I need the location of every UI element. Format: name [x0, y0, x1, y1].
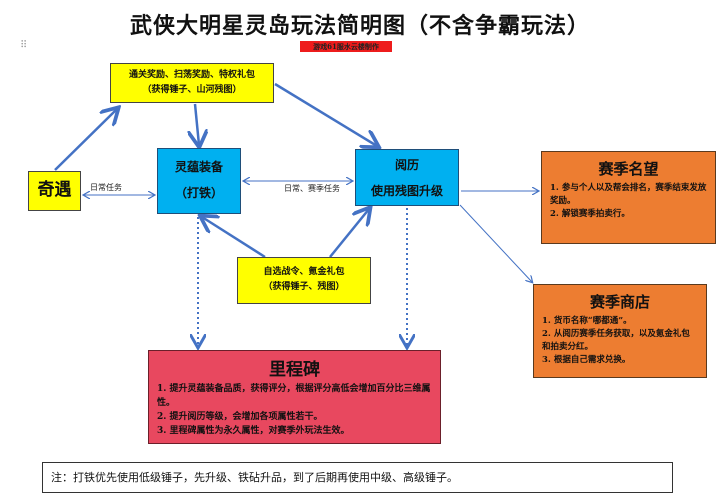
arrow-bottom-to-lingyun — [202, 217, 266, 259]
yueli-line2: 使用残图升级 — [370, 184, 443, 198]
arrow-yueli-to-shop — [459, 204, 532, 282]
milestone-title: 里程碑 — [269, 360, 320, 380]
rewards-bottom-line1: 自选战令、氪金礼包 — [263, 267, 345, 277]
node-milestone: 里程碑 1. 提升灵蕴装备品质，获得评分，根据评分高低会增加百分比三维属性。 2… — [148, 350, 441, 444]
node-yueli: 阅历 使用残图升级 — [355, 149, 459, 206]
arrow-rewards-to-yueli — [274, 82, 377, 146]
page-title: 武侠大明星灵岛玩法简明图（不含争霸玩法） — [129, 13, 590, 39]
lingyun-line2: （打铁） — [174, 186, 223, 200]
node-lingyun: 灵蕴装备 （打铁） — [157, 148, 241, 214]
milestone-item: 2. 提升阅历等级，会增加各项属性若干。 — [157, 412, 323, 422]
season-shop-item: 1. 货币名称“哪都通”。 — [542, 316, 632, 326]
node-season-fame: 赛季名望 1. 参与个人以及帮会排名，赛季结束发放奖励。 2. 解锁赛季拍卖行。 — [541, 151, 716, 244]
rewards-top-line2: （获得锤子、山河残图） — [142, 85, 242, 95]
rewards-bottom-line2: （获得锤子、残图） — [263, 282, 345, 292]
arrow-bottom-to-yueli — [329, 209, 369, 258]
season-fame-title: 赛季名望 — [598, 160, 659, 178]
yueli-line1: 阅历 — [394, 158, 419, 172]
node-qiyu: 奇遇 — [28, 171, 81, 211]
season-fame-item: 2. 解锁赛季拍卖行。 — [550, 209, 630, 219]
drag-handle-icon[interactable]: ⠿ — [20, 40, 28, 51]
node-season-shop: 赛季商店 1. 货币名称“哪都通”。 2. 从阅历赛季任务获取，以及氪金礼包和拍… — [533, 284, 707, 378]
note-box: 注：打铁优先使用低级锤子，先升级、铁砧升品，到了后期再使用中级、高级锤子。 — [42, 462, 673, 493]
milestone-item: 3. 里程碑属性为永久属性，对赛季外玩法生效。 — [157, 426, 350, 436]
node-rewards-top: 通关奖励、扫荡奖励、特权礼包 （获得锤子、山河残图） — [110, 63, 274, 103]
credit-label: 游戏61服水云楼制作 — [300, 41, 392, 52]
rewards-top-line1: 通关奖励、扫荡奖励、特权礼包 — [128, 70, 255, 80]
arrow-rewards-to-lingyun — [195, 103, 199, 145]
season-shop-item: 3. 根据自己需求兑换。 — [542, 355, 631, 365]
lingyun-line1: 灵蕴装备 — [174, 160, 223, 174]
node-rewards-bottom: 自选战令、氪金礼包 （获得锤子、残图） — [237, 257, 371, 304]
season-shop-item: 2. 从阅历赛季任务获取，以及氪金礼包和拍卖分红。 — [542, 329, 690, 352]
edge-label-daily-season: 日常、赛季任务 — [284, 184, 340, 193]
season-shop-title: 赛季商店 — [589, 293, 650, 311]
season-fame-item: 1. 参与个人以及帮会排名，赛季结束发放奖励。 — [550, 183, 707, 206]
arrow-qiyu-to-rewards — [54, 109, 117, 171]
milestone-item: 1. 提升灵蕴装备品质，获得评分，根据评分高低会增加百分比三维属性。 — [157, 384, 431, 408]
edge-label-daily: 日常任务 — [90, 183, 122, 192]
